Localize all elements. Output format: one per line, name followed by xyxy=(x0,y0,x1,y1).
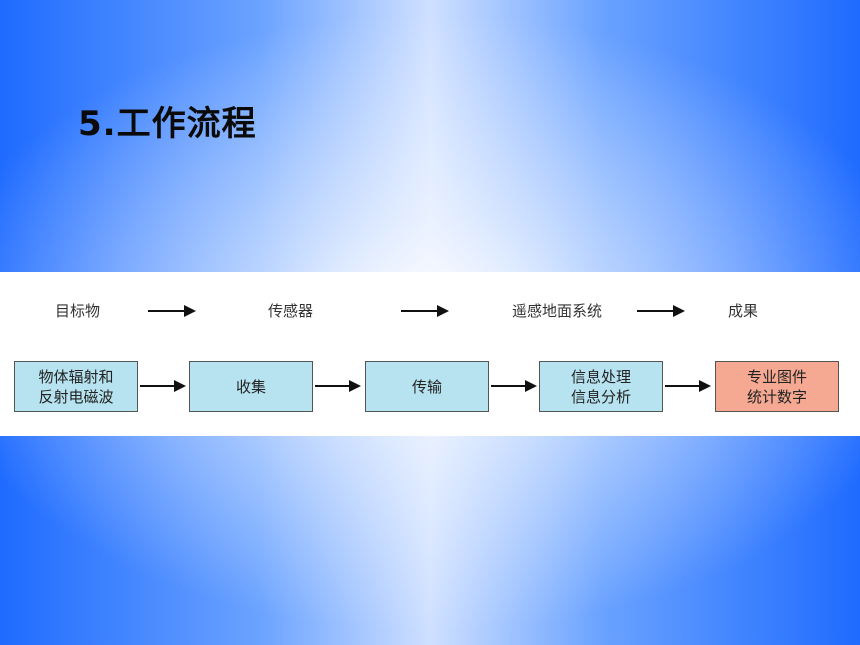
stage-label-result: 成果 xyxy=(728,302,759,320)
box-radiation-line2: 反射电磁波 xyxy=(38,387,114,406)
flow-arrow-1 xyxy=(140,380,186,392)
workflow-diagram: 目标物 传感器 遥感地面系统 成果 物体辐射和 反射电磁波 收集 传输 信息处理… xyxy=(0,272,860,436)
flow-arrow-3 xyxy=(491,380,537,392)
flow-arrow-2 xyxy=(315,380,361,392)
box-transmit: 传输 xyxy=(365,361,489,412)
stage-label-target: 目标物 xyxy=(55,302,101,320)
box-processing-line1: 信息处理 xyxy=(570,367,631,386)
box-processing-line2: 信息分析 xyxy=(570,387,631,406)
stage-arrow-1 xyxy=(148,305,196,317)
box-output-line2: 统计数字 xyxy=(746,387,807,406)
box-collect: 收集 xyxy=(189,361,313,412)
box-output-line1: 专业图件 xyxy=(746,367,807,386)
box-processing: 信息处理 信息分析 xyxy=(539,361,663,412)
box-radiation-line1: 物体辐射和 xyxy=(38,367,114,386)
box-output: 专业图件 统计数字 xyxy=(715,361,839,412)
box-collect-label: 收集 xyxy=(235,377,266,396)
box-transmit-label: 传输 xyxy=(411,377,442,396)
stage-label-ground-system: 遥感地面系统 xyxy=(512,302,603,320)
stage-arrow-2 xyxy=(401,305,449,317)
stage-label-sensor: 传感器 xyxy=(268,302,314,320)
slide-title: 5.工作流程 xyxy=(78,104,257,144)
stage-arrow-3 xyxy=(637,305,685,317)
box-radiation: 物体辐射和 反射电磁波 xyxy=(14,361,138,412)
flow-arrow-4 xyxy=(665,380,711,392)
